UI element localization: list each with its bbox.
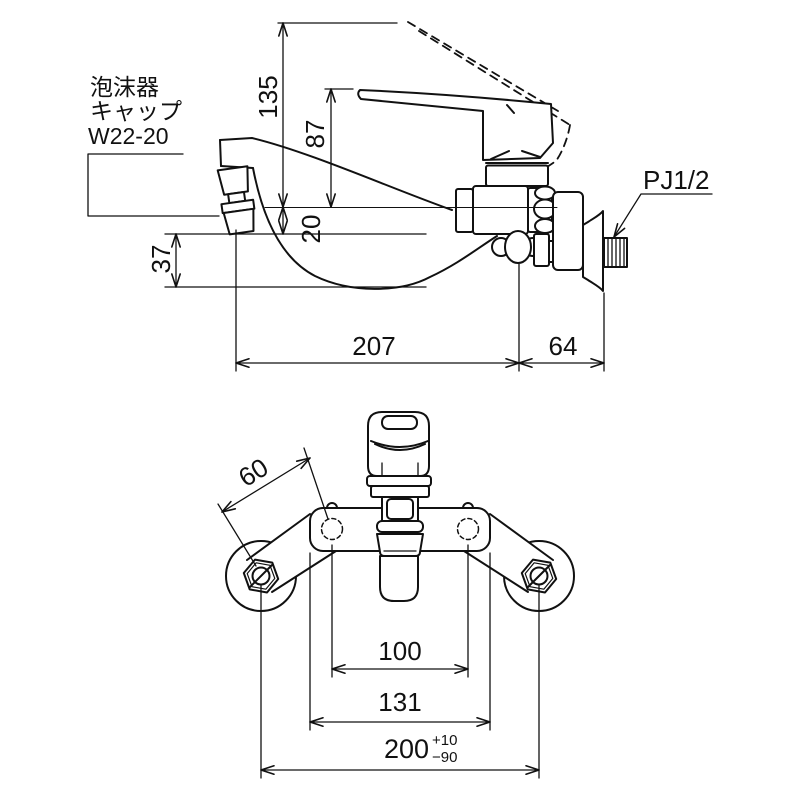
- dim-200: 200: [384, 734, 429, 764]
- front-dimensions: 60 100 131 200 +10 −90: [217, 447, 540, 779]
- handle-side: [357, 89, 554, 161]
- wall-connection: [552, 191, 628, 292]
- flange-nuts: [242, 558, 558, 594]
- dim-20: 20: [296, 215, 326, 244]
- dim-131: 131: [378, 687, 421, 717]
- dim-60: 60: [233, 452, 273, 493]
- label-aerator-line3: W22-20: [88, 123, 169, 149]
- dim-37: 37: [146, 245, 176, 274]
- handle-front: [366, 411, 432, 498]
- side-view: 135 87 20 37 207 64 泡沫器 キャップ W22-20 PJ1/…: [87, 21, 713, 372]
- dim-207: 207: [352, 331, 395, 361]
- label-aerator-line1: 泡沫器: [90, 74, 159, 100]
- faucet-body-side: [455, 162, 557, 267]
- right-screw-slot: [527, 564, 551, 588]
- thread-hatching: [607, 237, 625, 268]
- aerator-cap: [216, 165, 256, 236]
- dim-135: 135: [253, 75, 283, 118]
- label-aerator-line2: キャップ: [90, 98, 182, 124]
- left-screw-slot: [249, 564, 273, 588]
- dim-64: 64: [549, 331, 578, 361]
- spout-tube: [219, 137, 498, 290]
- right-inlet-hidden-circle: [456, 517, 480, 541]
- center-column: [376, 496, 424, 602]
- front-view: 60 100 131 200 +10 −90: [217, 411, 575, 779]
- left-inlet-hidden-circle: [320, 517, 344, 541]
- side-dimensions: 135 87 20 37 207 64: [146, 22, 605, 372]
- dim-200-tol-plus: +10: [432, 732, 457, 749]
- label-thread-type: PJ1/2: [643, 165, 710, 195]
- dim-200-tol-minus: −90: [432, 749, 457, 766]
- dim-100: 100: [378, 636, 421, 666]
- annotation-labels: 泡沫器 キャップ W22-20 PJ1/2: [87, 74, 713, 241]
- dim-87: 87: [300, 120, 330, 149]
